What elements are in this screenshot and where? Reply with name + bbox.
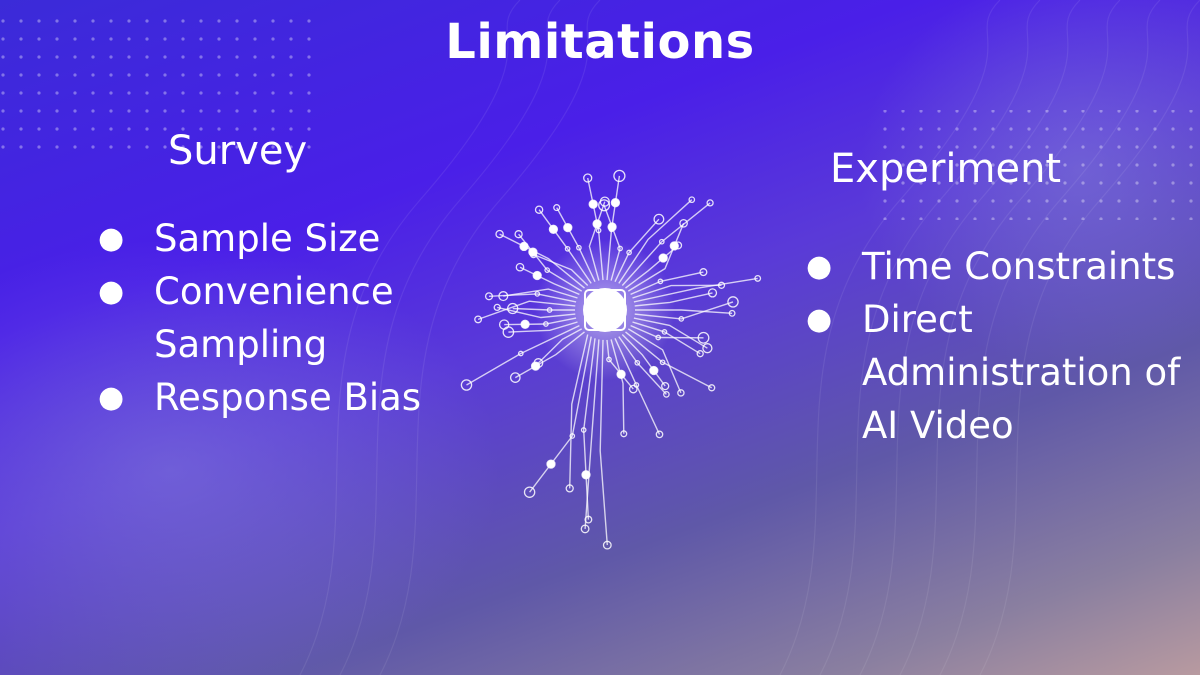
item-text: Time Constraints <box>862 245 1176 288</box>
slide-title: Limitations <box>445 14 755 70</box>
item-text: Direct Administration of AI Video <box>862 298 1181 447</box>
list-item: ● Response Bias <box>94 371 434 424</box>
survey-list: ● Sample Size ● Convenience Sampling ● Resp… <box>94 212 434 424</box>
list-item: ● Sample Size <box>94 212 434 265</box>
list-item: ● Direct Administration of AI Video <box>802 293 1182 452</box>
bullet-icon: ● <box>806 249 833 284</box>
bullet-icon: ● <box>98 221 125 256</box>
list-item: ● Time Constraints <box>802 240 1182 293</box>
experiment-heading: Experiment <box>830 146 1062 192</box>
experiment-list: ● Time Constraints ● Direct Administration… <box>802 240 1182 452</box>
item-text: Sample Size <box>154 217 381 260</box>
bullet-icon: ● <box>98 274 125 309</box>
bullet-icon: ● <box>98 380 125 415</box>
bullet-icon: ● <box>806 302 833 337</box>
item-text: Convenience Sampling <box>154 270 394 366</box>
list-item: ● Convenience Sampling <box>94 265 434 371</box>
survey-heading: Survey <box>168 128 308 174</box>
circuit-brain-icon <box>460 169 762 550</box>
item-text: Response Bias <box>154 376 422 419</box>
